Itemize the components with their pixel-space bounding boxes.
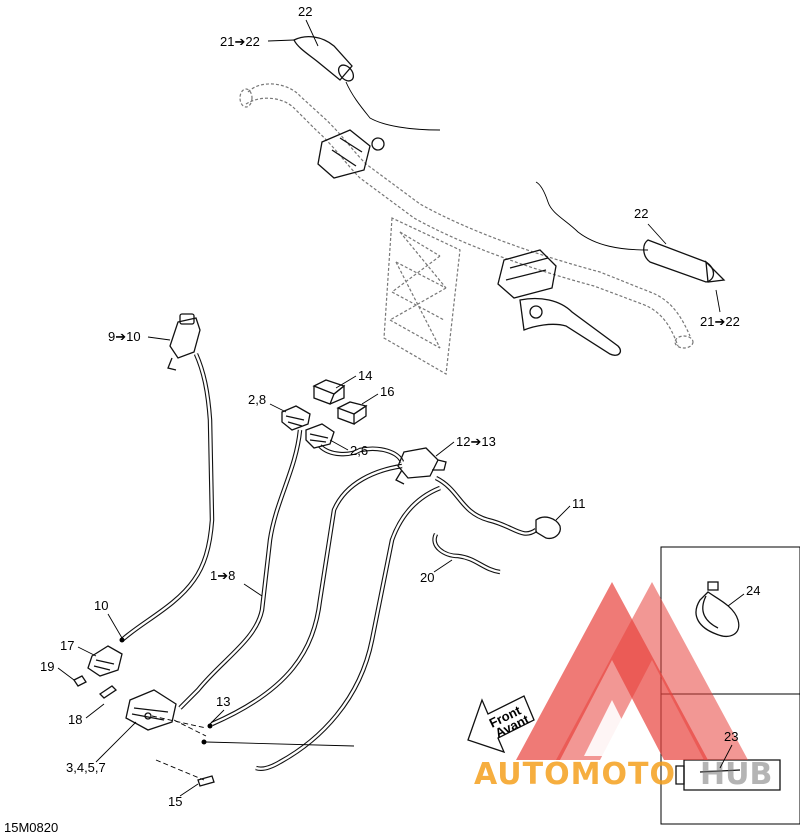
switch-9-10 xyxy=(167,313,201,371)
callout-14: 14 xyxy=(358,368,372,383)
handlebar-assembly xyxy=(239,83,694,375)
callout-3-4-5-7: 3,4,5,7 xyxy=(66,760,106,775)
watermark-text-a: AUTOMOTO xyxy=(474,757,676,792)
callout-17: 17 xyxy=(60,638,74,653)
callout-24: 24 xyxy=(746,583,760,598)
callouts: 22 21➔22 22 21➔22 9➔10 14 2,8 16 2,6 12➔… xyxy=(4,4,760,835)
callout-20: 20 xyxy=(420,570,434,585)
callout-1-8: 1➔8 xyxy=(210,568,235,583)
connector-17 xyxy=(87,645,123,677)
callout-12-13: 12➔13 xyxy=(456,434,496,449)
connector-14 xyxy=(312,379,346,405)
connector-16 xyxy=(336,401,368,425)
harness-center xyxy=(211,463,403,727)
callout-22-right: 22 xyxy=(634,206,648,221)
callout-22-top: 22 xyxy=(298,4,312,19)
pin-19 xyxy=(73,675,87,687)
terminal-15 xyxy=(197,775,215,787)
connector-2-8 xyxy=(281,405,311,431)
callout-15: 15 xyxy=(168,794,182,809)
automotohub-watermark: AUTOMOTO HUB xyxy=(474,582,772,792)
connector-3-4-5-7 xyxy=(125,689,177,731)
callout-21-22-top: 21➔22 xyxy=(220,34,260,49)
sensor-11 xyxy=(535,516,561,540)
callout-11: 11 xyxy=(572,496,586,511)
harness-main xyxy=(178,429,405,710)
callout-13: 13 xyxy=(216,694,230,709)
callout-16: 16 xyxy=(380,384,394,399)
harness-20 xyxy=(432,532,501,575)
callout-23: 23 xyxy=(724,729,738,744)
callout-18: 18 xyxy=(68,712,82,727)
callout-2-6: 2,6 xyxy=(350,443,368,458)
heated-grip-top xyxy=(293,35,441,131)
callout-10: 10 xyxy=(94,598,108,613)
module-12-13 xyxy=(395,447,447,485)
callout-21-22-right: 21➔22 xyxy=(700,314,740,329)
harness-left xyxy=(120,353,215,642)
callout-9-10: 9➔10 xyxy=(108,329,141,344)
diagram-code: 15M0820 xyxy=(4,820,58,835)
watermark-text-b: HUB xyxy=(700,757,772,792)
front-direction-arrow: Front Avant xyxy=(467,695,535,754)
callout-2-8: 2,8 xyxy=(248,392,266,407)
heated-grip-right xyxy=(535,181,726,283)
callout-19: 19 xyxy=(40,659,54,674)
harness-long xyxy=(255,475,538,771)
connector-2-6 xyxy=(305,423,335,449)
clip-18 xyxy=(98,685,118,699)
